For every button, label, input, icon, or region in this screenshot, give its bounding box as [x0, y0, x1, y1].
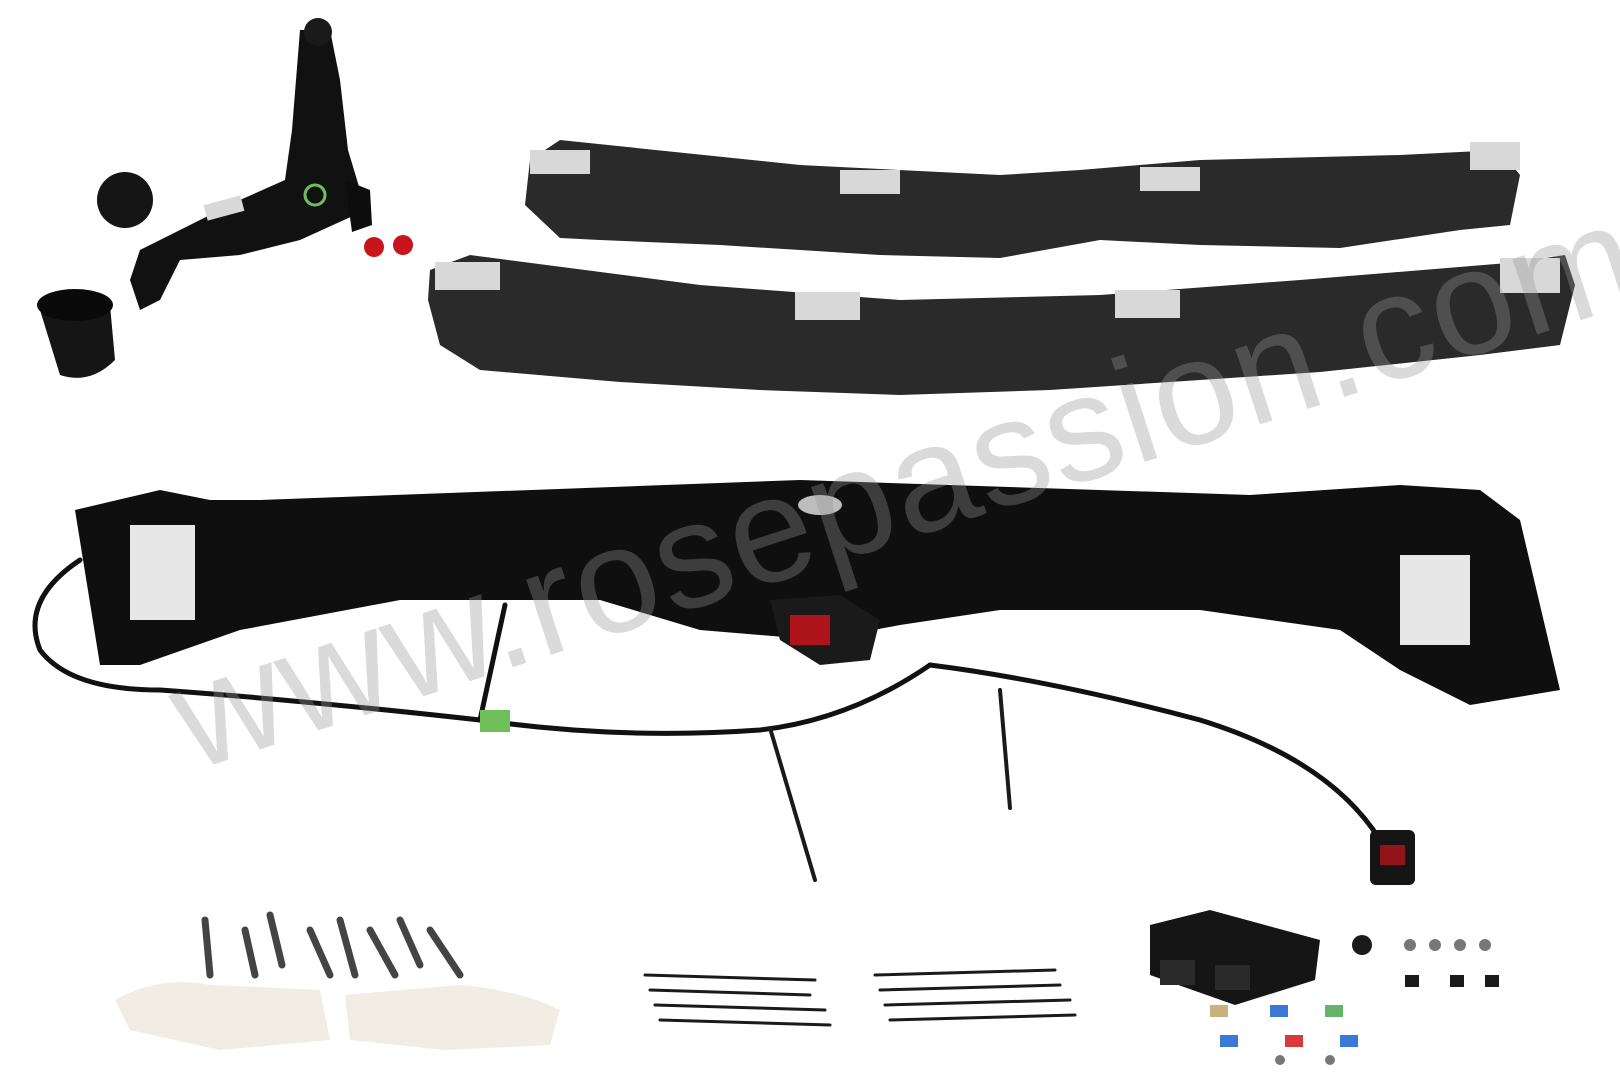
green-connector: [480, 710, 510, 732]
cable-ties-on-harness: [768, 688, 1012, 882]
foam-absorber-upper: [525, 140, 1520, 258]
cable-ties-right: [873, 968, 1077, 1022]
foam-absorber-lower: [428, 255, 1575, 395]
fuses: [1210, 1005, 1358, 1065]
tow-ball-hitch: [97, 18, 372, 310]
ball-cover-cap: [37, 289, 115, 378]
trailer-control-module: [1150, 910, 1320, 1005]
mounting-bolts: [201, 911, 464, 979]
small-hardware: [1352, 935, 1499, 987]
tow-crossbar: [75, 480, 1560, 705]
cable-ties-left: [643, 973, 832, 1027]
red-plugs: [364, 235, 413, 257]
work-gloves: [115, 982, 560, 1050]
harness-plug: [1370, 830, 1415, 885]
wiring-harness: [32, 557, 1383, 843]
